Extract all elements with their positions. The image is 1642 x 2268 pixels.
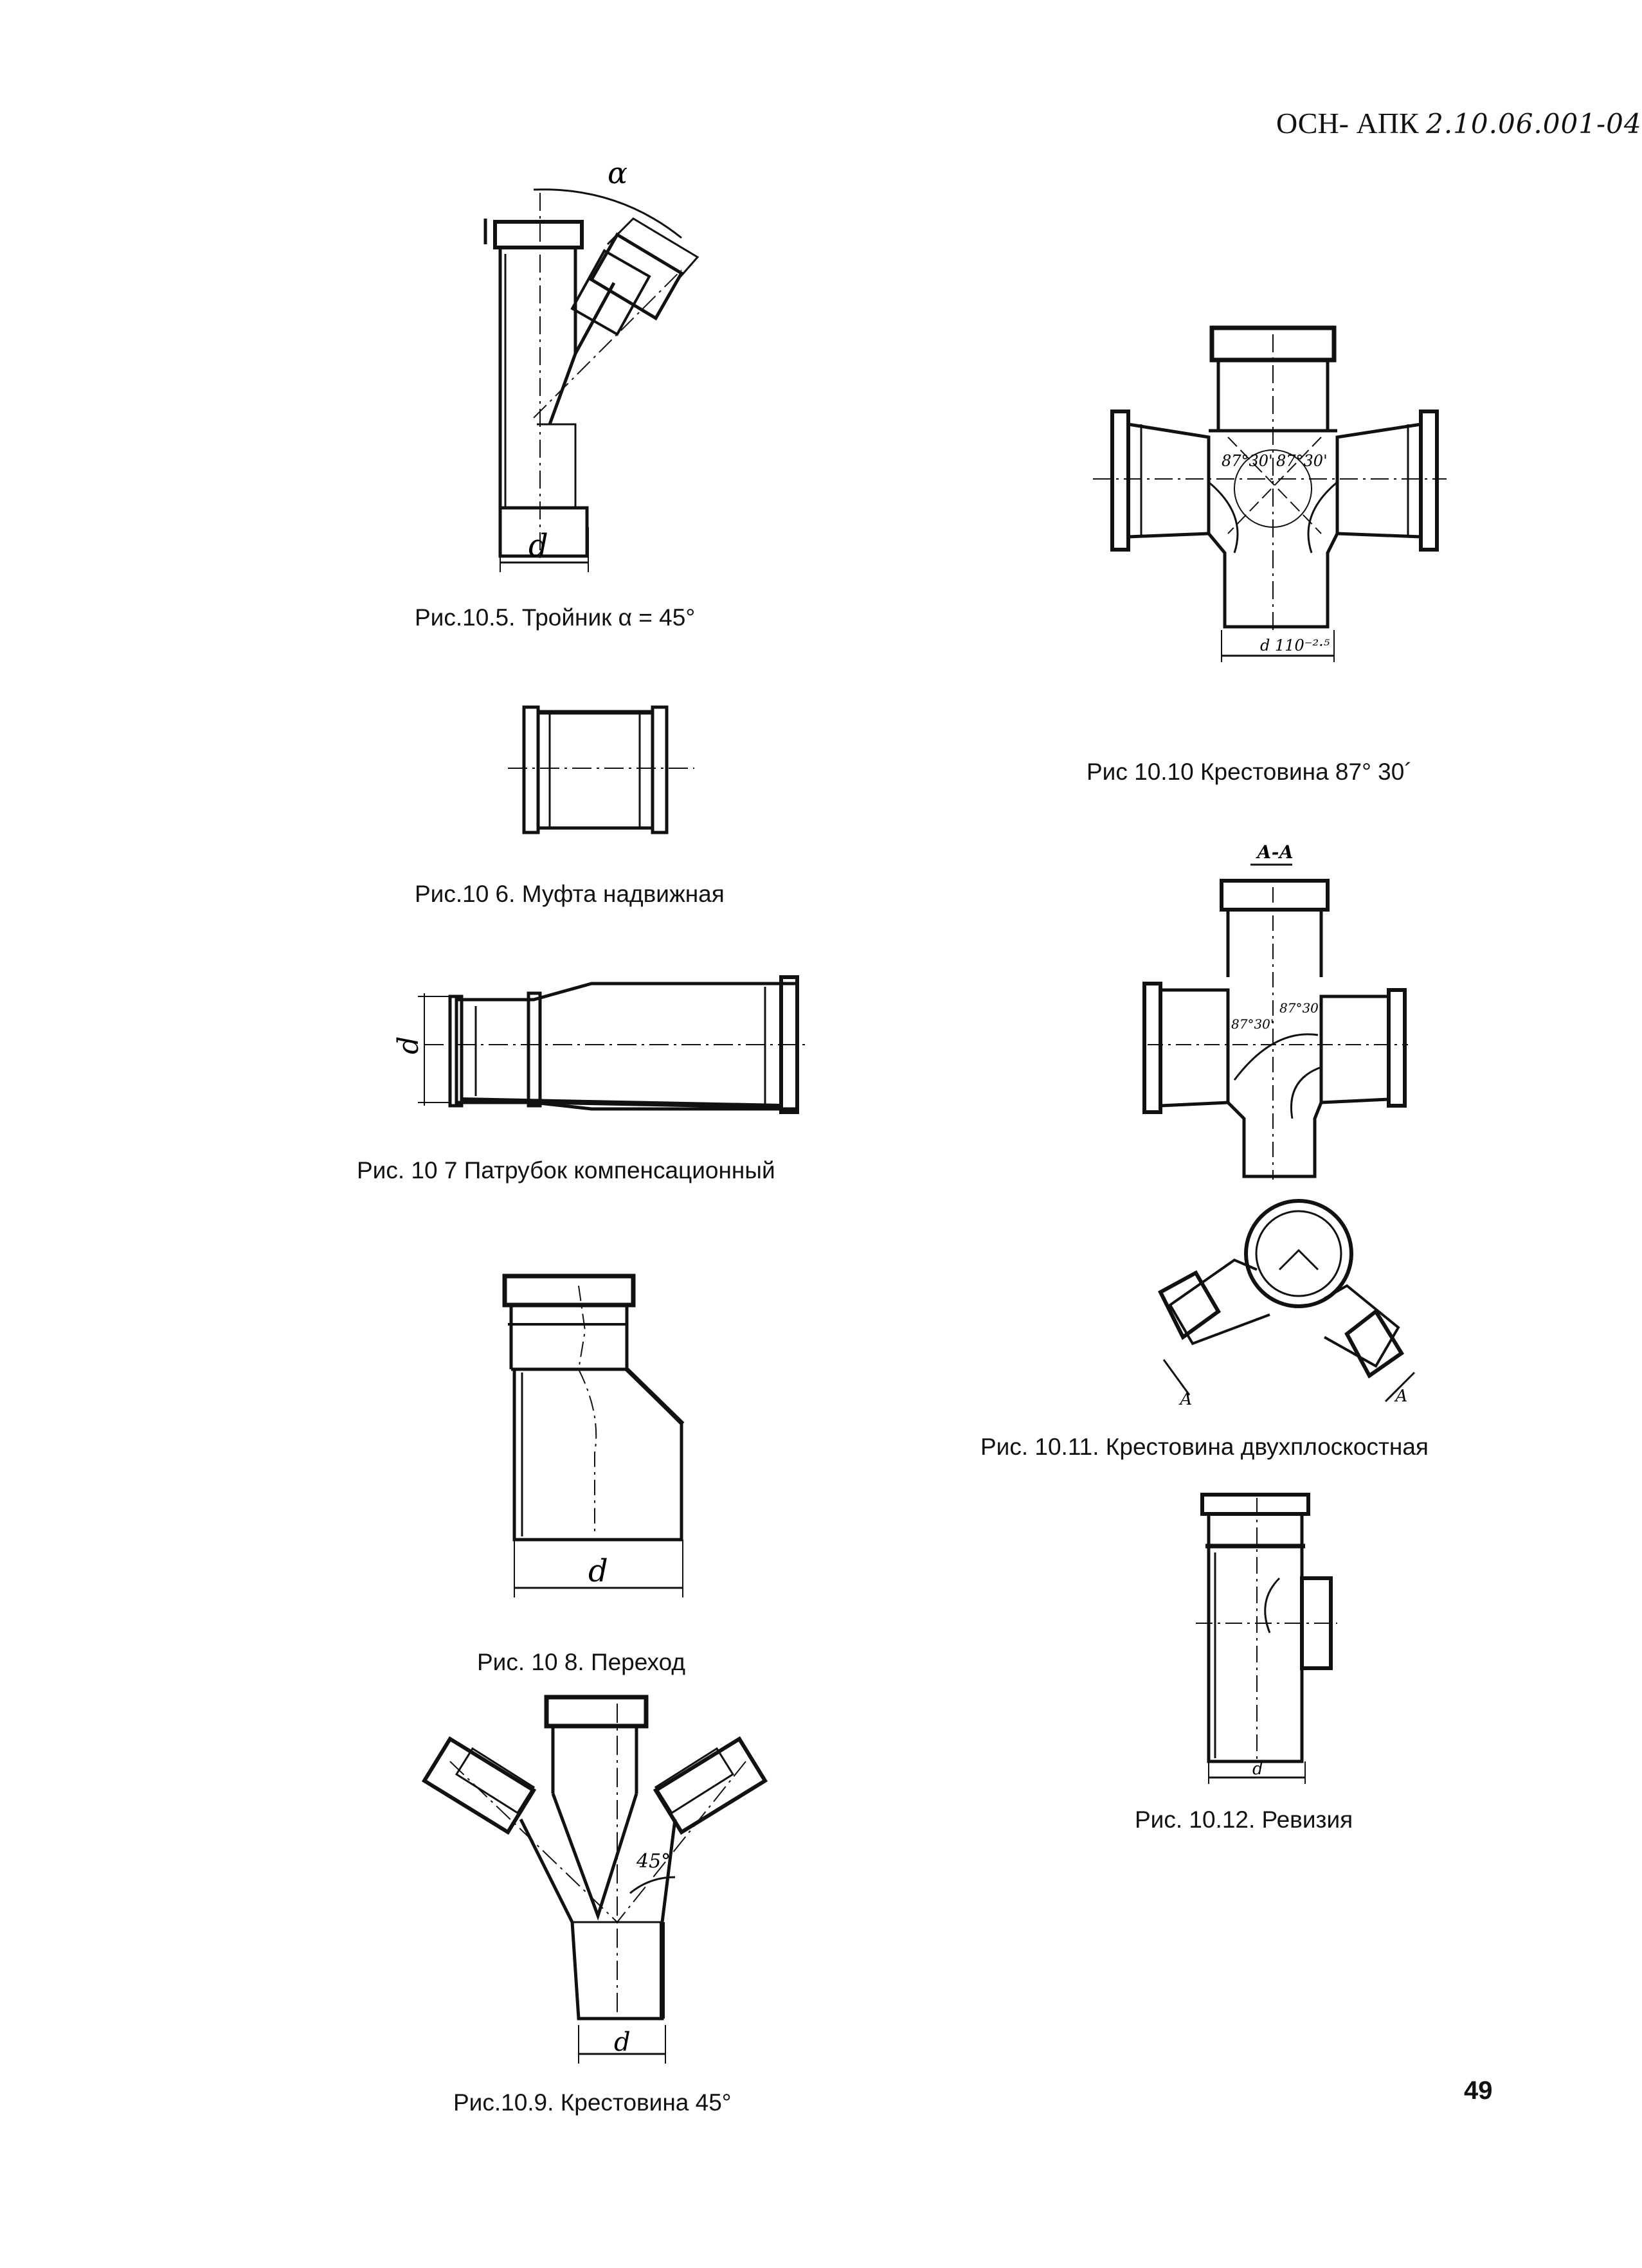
section-mark-right: А bbox=[1394, 1387, 1408, 1406]
figure-coupling bbox=[495, 694, 701, 842]
document-code-handwritten: 2.10.06.001-04 bbox=[1426, 108, 1642, 140]
angle-label: 45° bbox=[636, 1850, 671, 1873]
diameter-label: d 110⁻²·⁵ bbox=[1260, 636, 1330, 654]
angle-left-label: 87°30' bbox=[1231, 1016, 1274, 1032]
section-mark-left: А bbox=[1178, 1390, 1193, 1409]
document-code-printed: ОСН- АПК bbox=[1276, 107, 1419, 140]
figure-cross-45: 45° d bbox=[399, 1684, 797, 2070]
document-code: ОСН- АПК 2.10.06.001-04 bbox=[1276, 106, 1642, 140]
caption-fig-10-9: Рис.10.9. Крестовина 45° bbox=[453, 2089, 732, 2116]
figure-tee-45: α d bbox=[476, 156, 720, 598]
caption-fig-10-6: Рис.10 6. Муфта надвижная bbox=[415, 881, 725, 907]
section-label: А-А bbox=[1256, 842, 1294, 863]
caption-fig-10-11: Рис. 10.11. Крестовина двухплоскостная bbox=[980, 1434, 1429, 1460]
figure-cross-87-30: 87°30' 87°30' d 110⁻²·⁵ bbox=[1080, 315, 1453, 675]
diameter-label: d bbox=[528, 528, 548, 564]
caption-fig-10-5: Рис.10.5. Тройник α = 45° bbox=[415, 604, 696, 631]
figure-two-plane-cross: А-А 87°30' 87°30' А А bbox=[1132, 842, 1453, 1409]
angle-right-label: 87°30' bbox=[1279, 1000, 1322, 1016]
figure-expansion-pipe: d bbox=[392, 971, 816, 1125]
alpha-label: α bbox=[608, 156, 627, 190]
diameter-label: d bbox=[614, 2028, 631, 2057]
diameter-label: d bbox=[392, 1036, 425, 1054]
figure-reducer: d bbox=[495, 1260, 707, 1614]
page-number: 49 bbox=[1464, 2076, 1493, 2105]
caption-fig-10-8: Рис. 10 8. Переход bbox=[477, 1649, 685, 1675]
diameter-label: d bbox=[588, 1553, 608, 1589]
caption-fig-10-12: Рис. 10.12. Ревизия bbox=[1135, 1806, 1353, 1833]
angle-right-label: 87°30' bbox=[1276, 452, 1328, 470]
angle-left-label: 87°30' bbox=[1222, 452, 1273, 470]
caption-fig-10-10: Рис 10.10 Крестовина 87° 30´ bbox=[1087, 759, 1412, 785]
figure-revision: d bbox=[1189, 1485, 1357, 1787]
diameter-label: d bbox=[1252, 1760, 1263, 1779]
caption-fig-10-7: Рис. 10 7 Патрубок компенсационный bbox=[357, 1157, 775, 1184]
